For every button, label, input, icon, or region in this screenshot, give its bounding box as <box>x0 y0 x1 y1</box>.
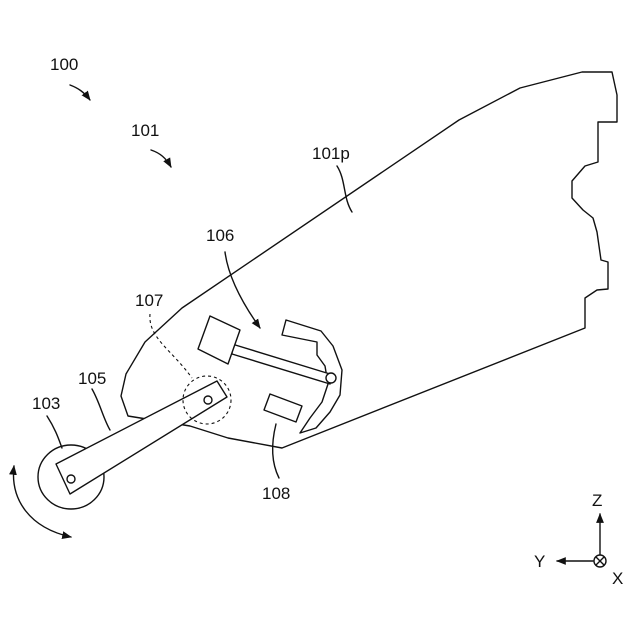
arm-pin-lower <box>67 475 75 483</box>
leader-103 <box>47 416 62 448</box>
link-pivot <box>326 373 336 383</box>
arm-pin-upper <box>204 396 212 404</box>
label-106: 106 <box>206 226 234 245</box>
coordinate-axes: Z Y X <box>534 491 623 588</box>
axis-label-x: X <box>612 569 623 588</box>
axis-label-z: Z <box>592 491 602 510</box>
label-103: 103 <box>32 394 60 413</box>
leader-100 <box>70 85 90 100</box>
leader-101 <box>151 150 171 167</box>
label-101: 101 <box>131 121 159 140</box>
label-105: 105 <box>78 369 106 388</box>
label-107: 107 <box>135 291 163 310</box>
label-100: 100 <box>50 55 78 74</box>
axis-label-y: Y <box>534 552 545 571</box>
leader-105 <box>92 389 110 430</box>
label-108: 108 <box>262 484 290 503</box>
label-101p: 101p <box>312 144 350 163</box>
